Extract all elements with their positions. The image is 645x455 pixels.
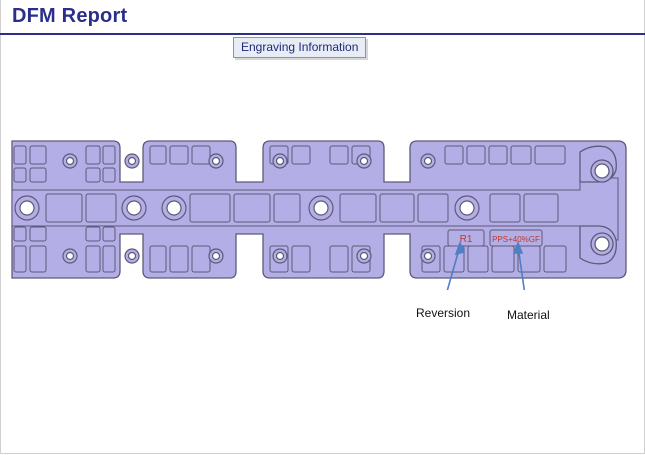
- revision-engraving: R1: [460, 234, 473, 245]
- material-arrow: [517, 245, 526, 290]
- revision-callout-label: Reversion: [416, 306, 471, 320]
- material-callout-label: Material: [507, 308, 550, 322]
- engraving-information-tab[interactable]: Engraving Information: [233, 37, 367, 58]
- part-drawing: R1 PPS+40%GF: [11, 140, 627, 290]
- revision-arrow: [446, 245, 461, 290]
- page-title: DFM Report: [12, 5, 128, 27]
- material-engraving: PPS+40%GF: [492, 235, 540, 244]
- report-header: DFM Report: [0, 0, 645, 35]
